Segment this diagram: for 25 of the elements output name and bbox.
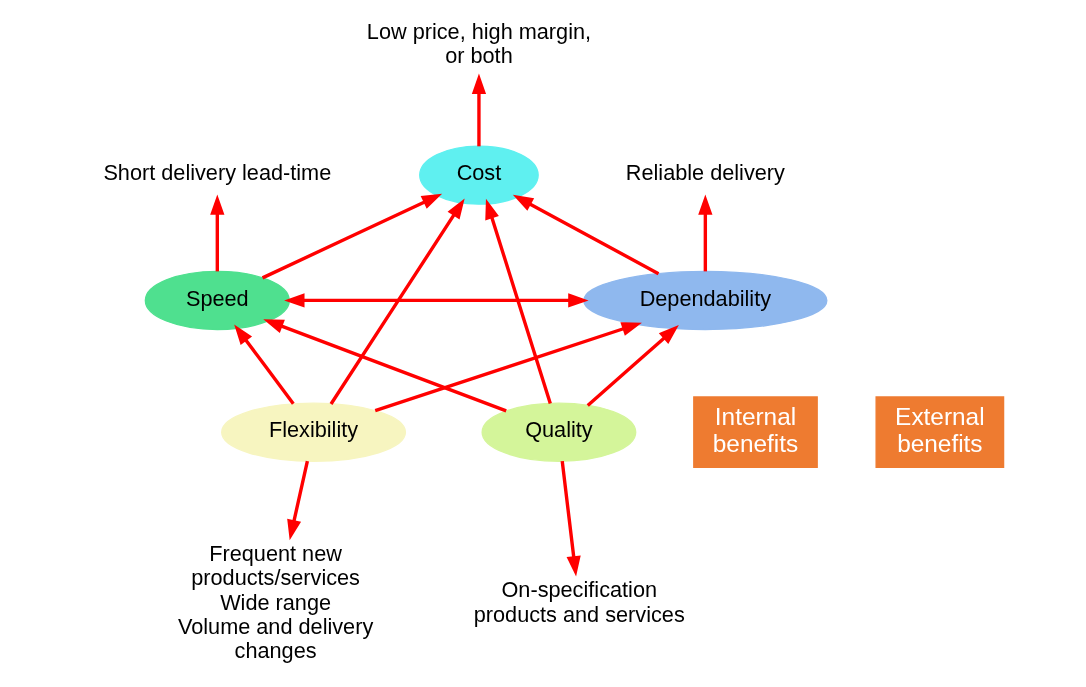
arrow <box>263 319 507 413</box>
arrow <box>512 194 660 276</box>
arrow <box>471 73 487 147</box>
arrow <box>234 324 295 405</box>
arrow <box>287 460 310 541</box>
arrow <box>698 194 713 272</box>
arrow <box>485 198 552 404</box>
node-ellipse: Flexibility <box>221 402 407 462</box>
node-box: External benefits <box>875 396 1005 469</box>
arrow <box>210 194 225 272</box>
arrow <box>560 460 581 577</box>
arrow <box>284 293 589 308</box>
arrow <box>374 322 642 413</box>
node-text: On-specification products and services <box>473 577 685 627</box>
node-text: Frequent new products/services Wide range Volume and delivery changes <box>177 540 374 664</box>
node-text: Low price, high margin, or both <box>366 18 592 69</box>
node-ellipse: Quality <box>481 402 637 462</box>
arrow <box>586 325 679 407</box>
node-ellipse: Dependability <box>583 270 828 331</box>
node-box: Internal benefits <box>693 396 818 469</box>
node-text: Short delivery lead-time <box>103 160 332 186</box>
arrow <box>261 193 443 280</box>
node-text: Reliable delivery <box>625 160 785 186</box>
arrow <box>329 198 465 405</box>
node-ellipse: Cost <box>419 145 539 205</box>
